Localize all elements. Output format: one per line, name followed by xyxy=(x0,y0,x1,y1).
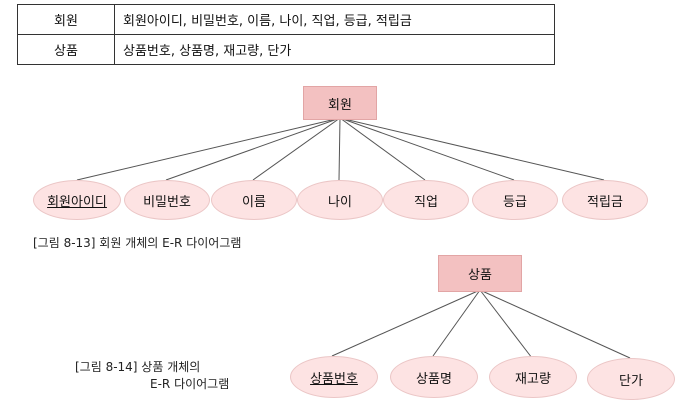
attribute-label: 등급 xyxy=(503,194,527,210)
connector-line xyxy=(331,289,481,357)
connector-line xyxy=(76,117,341,181)
attribute-list-cell: 상품번호, 상품명, 재고량, 단가 xyxy=(114,34,555,65)
key-attribute-label: 회원아이디 xyxy=(47,194,107,210)
entity-label: 회원 xyxy=(328,97,352,113)
attribute-ellipse: 단가 xyxy=(587,358,675,400)
entity-label: 상품 xyxy=(468,268,492,283)
connector-line xyxy=(432,289,481,357)
figure-caption: [그림 8-13] 회원 개체의 E-R 다이어그램 xyxy=(33,236,242,250)
figure-caption-line2: E-R 다이어그램 xyxy=(150,377,230,391)
attribute-ellipse: 이름 xyxy=(211,180,297,220)
attribute-label: 나이 xyxy=(328,194,352,210)
attribute-ellipse: 등급 xyxy=(472,180,558,220)
table-row: 회원 회원아이디, 비밀번호, 이름, 나이, 직업, 등급, 적립금 xyxy=(17,4,555,35)
connector-line xyxy=(339,117,605,181)
member-entity-box: 회원 xyxy=(303,86,377,120)
attribute-ellipse: 나이 xyxy=(297,180,383,220)
entity-name-cell: 회원 xyxy=(17,4,115,35)
attribute-label: 이름 xyxy=(242,194,266,210)
product-entity-box: 상품 xyxy=(438,255,522,292)
attribute-label: 직업 xyxy=(414,194,438,210)
attribute-label: 상품명 xyxy=(416,371,452,387)
connector-line xyxy=(339,117,515,181)
key-attribute-label: 상품번호 xyxy=(310,371,358,387)
connector-line xyxy=(252,117,341,181)
connector-line xyxy=(479,289,631,359)
attribute-ellipse: 회원아이디 xyxy=(33,180,121,220)
attribute-ellipse: 상품명 xyxy=(390,356,478,398)
attribute-ellipse: 비밀번호 xyxy=(124,180,210,220)
connector-line xyxy=(165,117,341,181)
attribute-label: 적립금 xyxy=(587,194,623,210)
attribute-ellipse: 적립금 xyxy=(562,180,648,220)
attribute-ellipse: 상품번호 xyxy=(290,356,378,398)
connector-line xyxy=(339,117,426,181)
attribute-list-cell: 회원아이디, 비밀번호, 이름, 나이, 직업, 등급, 적립금 xyxy=(114,4,555,35)
attribute-label: 단가 xyxy=(619,373,643,389)
attribute-ellipse: 재고량 xyxy=(489,356,577,398)
attribute-label: 비밀번호 xyxy=(143,194,191,210)
table-row: 상품 상품번호, 상품명, 재고량, 단가 xyxy=(17,34,555,65)
figure-caption-line1: [그림 8-14] 상품 개체의 xyxy=(75,360,201,374)
entity-attribute-table: 회원 회원아이디, 비밀번호, 이름, 나이, 직업, 등급, 적립금 상품 상… xyxy=(17,4,555,65)
attribute-label: 재고량 xyxy=(515,371,551,387)
connector-line xyxy=(338,117,341,181)
connector-line xyxy=(479,289,533,359)
attribute-ellipse: 직업 xyxy=(383,180,469,220)
